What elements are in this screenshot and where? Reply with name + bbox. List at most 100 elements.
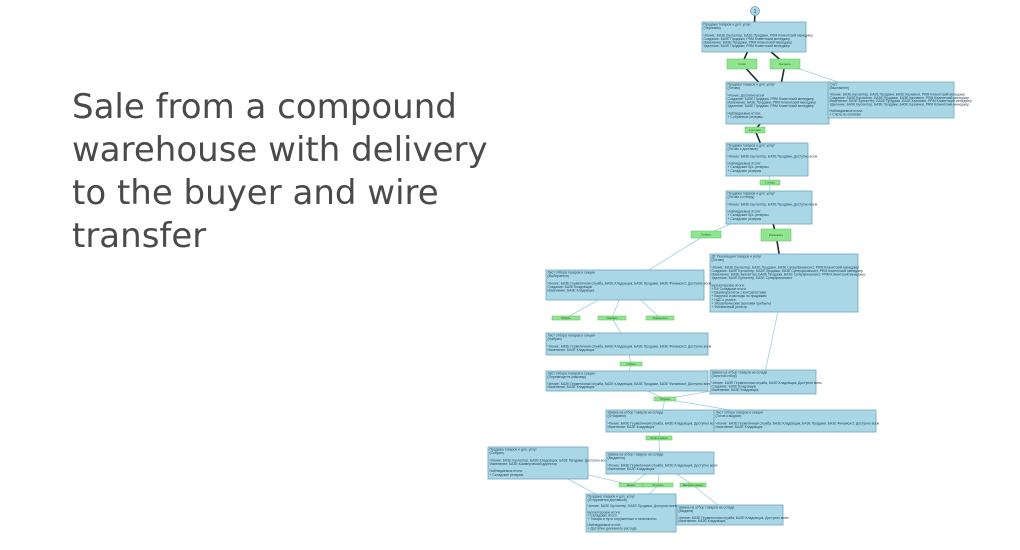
transition-t10[interactable]: Собрать [619,361,643,367]
transition-t13[interactable]: Выдать [618,482,644,488]
state-node-line: (Черновик) [704,26,721,30]
state-node-line: Создание: БАЗЕ Кладовщик [548,285,593,289]
transition-label: Переместить [653,317,668,320]
state-node-n9[interactable]: Лист отбора товаров в секции(Перемещен в… [545,370,712,392]
state-node-line: Продажа товаров и доп. услуг [728,144,776,148]
state-node-line: Наблюдаемые итоги: [588,523,621,527]
state-node-line: (Готово к доставке) [728,147,758,151]
transition-t4[interactable]: К отбору [759,179,781,186]
state-node-line: Изменение: БАЗЕ Кладовщик [608,467,655,471]
state-node-n5[interactable]: Продажа товаров и доп. услуг(Готово к от… [725,190,818,225]
state-node-line: Чтение: Доступно всем [728,93,765,97]
state-node-line: Заявка на отбор товаров на складе [608,453,664,457]
state-node-line: + Счета по оплатам [830,112,862,116]
state-node-line: Изменение: БАЗЕ Кладовщик [548,348,595,352]
state-node-line: Заявка на отбор товаров на складе [679,506,735,510]
state-node-n13[interactable]: Продажа товаров и доп. услуг(Собран)Чтен… [487,446,609,480]
state-node-line: Чтение: БАЗЕ Герметичная служба, БАЗЕ Кл… [548,344,712,348]
transition-t1[interactable]: Готово [726,58,758,70]
state-node-line: (Готов к выдаче) [716,414,742,418]
state-node-line: Счет [830,83,838,87]
state-node-line: Чтение: БАЗЕ Герметичная служба, БАЗЕ Кл… [608,421,719,425]
transition-t15[interactable]: Завершить выдачу [679,482,707,488]
state-node-line: Создание: БАЗЕ Бухгалтер, БАЗЕ Продажи, … [712,269,864,273]
transition-label: Реализовать [769,234,784,237]
state-node-n7[interactable]: Лист отбора товаров в секции(Выбирается)… [545,269,712,301]
transition-t3[interactable]: К доставке [744,126,766,134]
transition-t5[interactable]: Отобрать [690,230,722,239]
state-node-line: Чтение: БАЗЕ Бухгалтер, БАЗЕ Продажи, PR… [704,33,814,37]
state-node-n4[interactable]: Продажа товаров и доп. услуг(Готово к до… [725,142,818,177]
state-node-line: Чтение: БАЗЕ Герметичная служба, БАЗЕ Кл… [608,463,719,467]
state-node-line: Чтение: БАЗЕ Бухгалтер, БАЗЕ Продажи, БА… [712,265,860,269]
state-node-line: Наблюдаемые итоги: [830,109,863,113]
transition-t8[interactable]: Упаковать [597,315,627,321]
state-node-n10[interactable]: Заявка на отбор товаров на складе(Золото… [709,369,822,395]
state-node-line: Удаление: БАЗЕ Продажи, PRM Клиентский м… [704,44,790,48]
state-node-line: Бухгалтерские итоги: [712,283,745,287]
state-node-line: Продажа товаров и доп. услуг [728,83,776,87]
state-node-line: + Складские резервы [728,169,762,173]
state-node-line: Заявка на отбор товаров на складе [712,371,768,375]
state-node-line: Продажа товаров и доп. услуг [490,448,538,452]
transition-t9[interactable]: Переместить [645,315,675,321]
state-node-line: (Выбирается) [548,274,569,278]
state-node-line: Чтение: БАЗЕ Герметичная служба, БАЗЕ Кл… [716,421,880,425]
transition-label: Завершить выдачу [682,484,704,487]
state-node-line: Чтение: БАЗЕ Бухгалтер, БАЗЕ Продажи, До… [728,202,818,206]
state-node-n2[interactable]: Продажа товаров и доп. услуг(Готово)Чтен… [725,81,830,125]
state-node-n8[interactable]: Лист отбора товаров в секции(Набран)Чтен… [545,332,712,356]
state-node-line: Чтение: БАЗЕ Бухгалтер, БАЗЕ Кладовщик, … [490,458,609,462]
state-node-line: Чтение: БАЗЕ Бухгалтер, БАЗЕ Продажи, До… [588,504,678,508]
state-node-line: Бухгалтерские итоги: [588,511,621,515]
state-node-line: Продажа товаров и доп. услуг [588,495,636,499]
state-node-n1[interactable]: Продажа товаров и доп. услуг(Черновик)Чт… [701,21,814,53]
state-node-line: ДТ Реализация товаров и услуг [712,255,763,259]
state-node-line: Создание: БАЗЕ Кладовщик [712,385,757,389]
transition-label: Отбирать [660,398,671,401]
state-node-line: (Перемещен в упаковку) [548,375,587,379]
state-node-line: (Готово) [712,258,725,262]
state-node-line: Удаление: БАЗЕ Бухгалтер, БАЗЕ Продажи, … [830,102,970,106]
state-node-n12[interactable]: Лист отбора товаров в секции(Готов к выд… [713,409,880,433]
state-node-line: + БУ Складские итоги [712,287,746,291]
state-node-line: (Отбираем) [608,414,626,418]
transition-t7[interactable]: Набрать [551,315,581,321]
state-node-line: + НДС к уплате [712,298,736,302]
state-node-line: Чтение: БАЗЕ Бухгалтер, БАЗЕ Продажи, До… [728,154,818,158]
state-node-line: Изменение: БАЗЕ Кладовщик [548,289,595,293]
state-node-line: Создание: БАЗЕ Продажи, PRM Клиентский м… [728,97,814,101]
state-node-n15[interactable]: Продажа товаров и доп. услуг(Отгружается… [585,493,678,533]
state-node-line: Изменение: БАЗЕ Кладовщик [548,385,595,389]
state-node-line: + Взаиморасчеты с контрагентами [712,291,767,295]
state-node-line: Лист отбора товаров в секции [548,271,595,275]
state-node-line: Изменение: БАЗЕ Продажи, PRM Клиентский … [704,41,793,45]
state-node-n11[interactable]: Заявка на отбор товаров на складе(Отбира… [605,409,719,433]
state-node-line: Создание: БАЗЕ Бухгалтер, БАЗЕ Продажи, … [830,96,970,100]
state-node-line: (Выдается) [608,456,626,460]
state-node-n3[interactable]: Счет(Выставлен)Чтение: БАЗЕ Бухгалтер, Б… [827,81,972,119]
state-node-line: Наблюдаемые итоги: [490,469,523,473]
state-node-line: + Складские итоги [588,514,617,518]
state-node-n16[interactable]: Заявка на отбор товаров на складе(Выдана… [676,504,790,526]
state-node-line: Наблюдаемые итоги: [728,162,761,166]
transition-t11[interactable]: Отбирать [653,396,677,402]
transition-label: К отбору [765,181,775,184]
transition-t12[interactable]: Готово к выдаче [645,435,673,441]
state-node-line: Изменение: БАЗЕ Коммерческий директор [490,462,557,466]
state-node-line: Продажа товаров и доп. услуг [728,192,776,196]
state-node-n6[interactable]: ДТ Реализация товаров и услуг(Готово) Чте… [709,253,866,313]
transition-t2[interactable]: Выставить [769,58,801,70]
state-node-line: Изменение: БАЗЕ Кладовщик [712,388,759,392]
state-node-line: + Выручка и расходы по продажам [712,294,768,298]
state-node-line: Изменение: БАЗЕ Бухгалтер, БАЗЕ Продажи,… [712,273,866,277]
transition-t14[interactable]: Отгрузить [642,482,674,488]
state-node-n14[interactable]: Заявка на отбор товаров на складе(Выдает… [605,451,719,475]
transition-t6[interactable]: Реализовать [760,228,792,242]
state-node-line: (Готово к отбору) [728,195,755,199]
state-node-line: Чтение: БАЗЕ Герметичная служба, БАЗЕ Кл… [679,516,790,520]
state-node-line: (Набран) [548,337,562,341]
state-node-line: Изменение: БАЗЕ Кладовщик [679,519,726,523]
state-node-line: Лист отбора товаров в секции [716,411,763,415]
